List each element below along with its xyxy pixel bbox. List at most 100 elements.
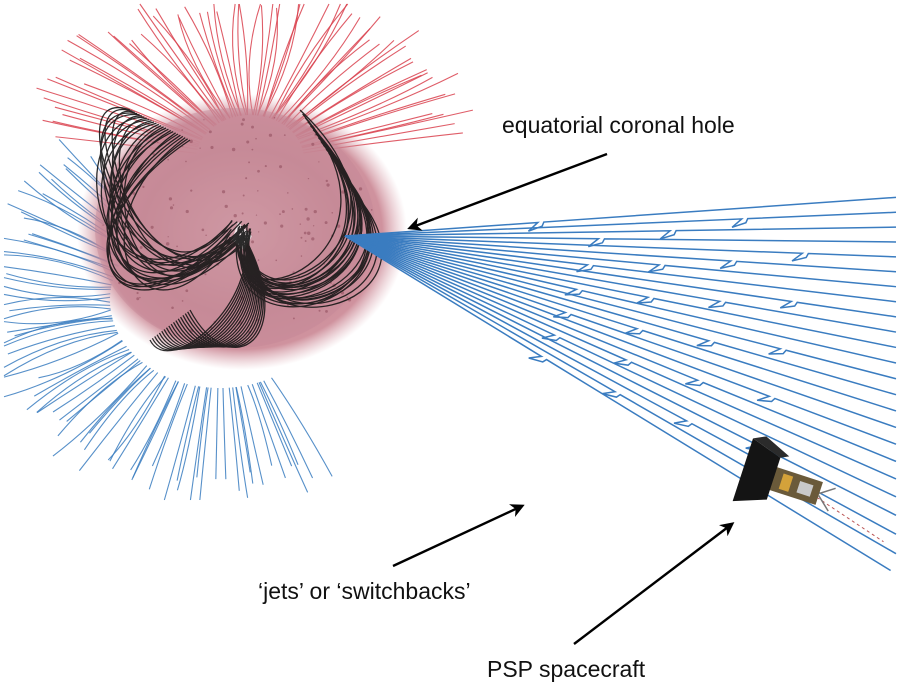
spacecraft-label: PSP spacecraft	[487, 656, 646, 682]
switchback-field-line	[344, 235, 897, 412]
coronal-hole-arrow	[407, 152, 608, 231]
spacecraft-arrow	[573, 522, 735, 645]
closed-loop	[175, 235, 257, 348]
closed-loop	[165, 235, 252, 349]
closed-loop	[184, 235, 263, 348]
field-line	[52, 354, 135, 413]
field-line	[3, 332, 119, 378]
switchback-field-line	[344, 235, 897, 555]
closed-loop	[149, 235, 247, 352]
field-line	[130, 380, 177, 471]
closed-loop	[107, 139, 248, 291]
switchback-field-line	[344, 235, 897, 380]
closed-loop	[96, 116, 238, 260]
closed-loop	[182, 235, 261, 348]
field-line	[271, 377, 333, 477]
closed-loop	[170, 235, 255, 348]
field-line	[3, 331, 118, 377]
switchback-field-line	[344, 235, 897, 364]
closed-loop	[154, 235, 248, 351]
field-line	[232, 387, 249, 498]
field-line	[57, 361, 143, 437]
field-line	[3, 309, 111, 325]
switchback-field-line	[344, 235, 897, 288]
closed-loop	[163, 235, 251, 349]
closed-loop	[168, 235, 254, 348]
jets-arrow	[392, 504, 525, 568]
field-line	[235, 386, 254, 484]
closed-loop	[177, 235, 259, 348]
closed-loop	[108, 127, 234, 274]
switchback-field-line	[344, 235, 897, 396]
switchbacks-label: ‘jets’ or ‘switchbacks’	[258, 578, 471, 604]
field-line	[26, 349, 130, 411]
field-line	[263, 380, 314, 479]
switchback-field-line	[344, 235, 897, 516]
field-line	[112, 377, 169, 470]
switchback-field-line	[344, 235, 892, 572]
closed-loop	[151, 235, 247, 351]
switchback-field-line	[344, 235, 897, 273]
closed-loop	[156, 235, 249, 350]
switchback-field-line	[344, 196, 897, 237]
field-line	[78, 372, 159, 471]
field-line	[7, 315, 112, 333]
field-line	[196, 387, 209, 478]
field-line	[9, 304, 111, 312]
field-line	[176, 386, 200, 481]
field-line	[259, 381, 299, 465]
switchback-field-line	[344, 235, 897, 262]
field-line	[38, 339, 123, 379]
field-line	[222, 387, 227, 480]
closed-loop	[158, 235, 250, 350]
switchback-field-line	[344, 235, 897, 349]
field-line	[109, 376, 166, 462]
closed-loop	[189, 235, 266, 348]
field-line	[14, 317, 113, 337]
parker-solar-probe-icon	[732, 436, 884, 543]
switchback-field-line	[344, 235, 897, 463]
field-line	[33, 345, 127, 397]
field-line	[240, 386, 264, 485]
switchback-field-line	[344, 235, 897, 480]
closed-loop	[111, 115, 242, 264]
switchback-field-line	[344, 235, 897, 498]
coronal-hole-label: equatorial coronal hole	[502, 112, 735, 138]
closed-loop	[161, 235, 251, 349]
field-line	[3, 320, 114, 347]
switchback-field-line	[344, 235, 897, 248]
switchback-field-line	[344, 226, 897, 240]
field-line	[151, 383, 186, 467]
field-line	[107, 375, 166, 461]
field-line	[215, 387, 219, 480]
field-line	[83, 369, 155, 451]
switchback-field-line	[344, 211, 897, 237]
switchback-field-line	[344, 235, 897, 535]
field-line	[89, 367, 151, 434]
field-line	[7, 325, 115, 355]
field-line	[189, 387, 208, 501]
field-line	[52, 365, 148, 457]
closed-loop	[180, 235, 260, 348]
switchback-field-line	[344, 235, 897, 429]
field-line	[3, 329, 117, 368]
switchback-field-line	[344, 235, 897, 333]
closed-loop	[108, 134, 238, 288]
coronal-hole-open-field-fan	[344, 196, 897, 572]
field-line	[59, 358, 139, 421]
field-line	[228, 387, 240, 491]
closed-loop	[172, 235, 256, 348]
switchback-field-line	[344, 235, 897, 318]
field-line	[176, 386, 201, 491]
field-line	[36, 351, 132, 414]
field-line	[148, 383, 188, 490]
field-line	[199, 387, 212, 501]
field-line	[36, 351, 132, 413]
field-line	[247, 384, 273, 466]
field-line	[163, 385, 196, 501]
switchback-field-line	[344, 235, 897, 445]
field-line	[258, 382, 309, 493]
closed-loop	[106, 131, 246, 283]
